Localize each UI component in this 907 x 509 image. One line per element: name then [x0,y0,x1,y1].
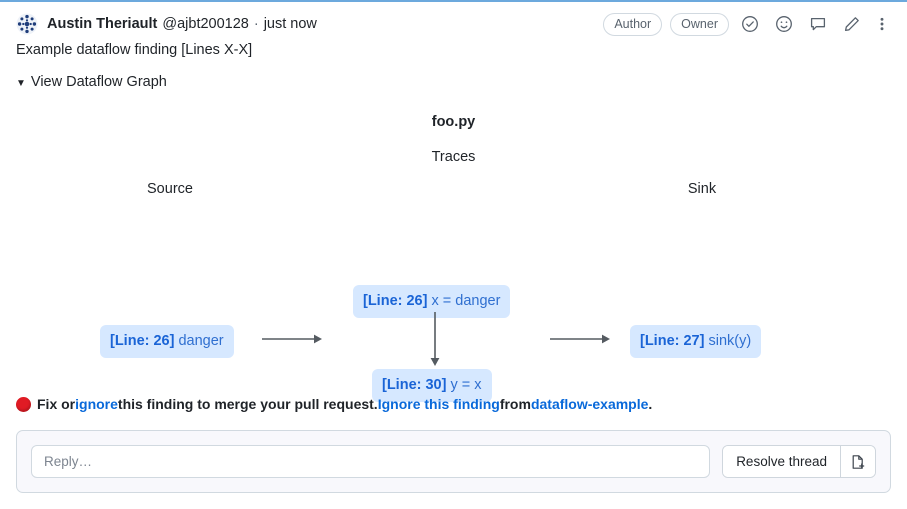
finding-status-line: Fix or ignore this finding to merge your… [16,394,652,414]
graph-file-title: foo.py [431,114,476,130]
status-text-part-4: . [648,396,653,412]
node-sink-line: [Line: 27] [640,333,709,349]
node-trace-1-code: x = danger [431,293,501,309]
status-text-part-1: Fix or [37,396,76,412]
status-text-part-3: from [499,396,531,412]
resolve-thread-button[interactable]: Resolve thread [723,446,841,477]
status-text-part-2: this finding to merge your pull request. [117,396,378,412]
emoji-reaction-icon[interactable] [771,11,797,37]
ignore-link[interactable]: ignore [75,396,118,412]
comment-author-handle[interactable]: @ajbt200128 [162,16,249,32]
arrow-trace-to-sink-icon [550,333,612,345]
node-trace-1-line: [Line: 26] [363,293,432,309]
quote-reply-icon[interactable] [805,11,831,37]
graph-traces-label: Traces [431,149,476,165]
ignore-this-finding-link[interactable]: Ignore this finding [377,396,500,412]
graph-sink-label: Sink [687,181,717,197]
node-source-code: danger [178,333,224,349]
node-source-line: [Line: 26] [110,333,179,349]
node-trace-2-line: [Line: 30] [382,377,451,393]
check-circle-icon[interactable] [737,11,763,37]
comment-body-text: Example dataflow finding [Lines X-X] [16,42,253,58]
graph-node-trace-1[interactable]: [Line: 26] x = danger [353,285,511,318]
arrow-source-to-trace-icon [262,333,324,345]
badge-author: Author [603,12,663,36]
graph-node-sink[interactable]: [Line: 27] sink(y) [630,325,762,358]
graph-node-trace-2[interactable]: [Line: 30] y = x [372,369,492,402]
node-sink-code: sink(y) [708,333,752,349]
kebab-menu-icon[interactable] [873,11,891,37]
reply-composer: Resolve thread [16,430,891,493]
meta-separator: · [253,16,259,32]
view-dataflow-graph-toggle[interactable]: ▼ View Dataflow Graph [0,61,183,95]
new-file-icon[interactable] [841,446,875,477]
comment-timestamp[interactable]: just now [263,16,317,32]
comment-author-name[interactable]: Austin Theriault [47,16,158,32]
dataflow-example-link[interactable]: dataflow-example [530,396,649,412]
reply-actions: Resolve thread [722,445,876,478]
node-trace-2-code: y = x [450,377,482,393]
edit-pencil-icon[interactable] [839,11,865,37]
dataflow-graph: foo.py Traces Source Sink [Line: 26] dan… [0,107,907,402]
badge-owner: Owner [670,12,729,36]
arrow-trace-1-to-trace-2-icon [429,312,441,368]
comment-header: Austin Theriault @ajbt200128 · just now … [0,2,907,36]
graph-source-label: Source [147,181,193,197]
comment-actions: Author Owner [603,11,891,37]
avatar[interactable] [16,13,38,35]
chevron-down-icon: ▼ [16,78,26,89]
reply-input[interactable] [31,445,711,478]
red-circle-icon [16,396,31,412]
graph-node-source[interactable]: [Line: 26] danger [100,325,234,358]
view-dataflow-graph-label: View Dataflow Graph [30,74,167,90]
